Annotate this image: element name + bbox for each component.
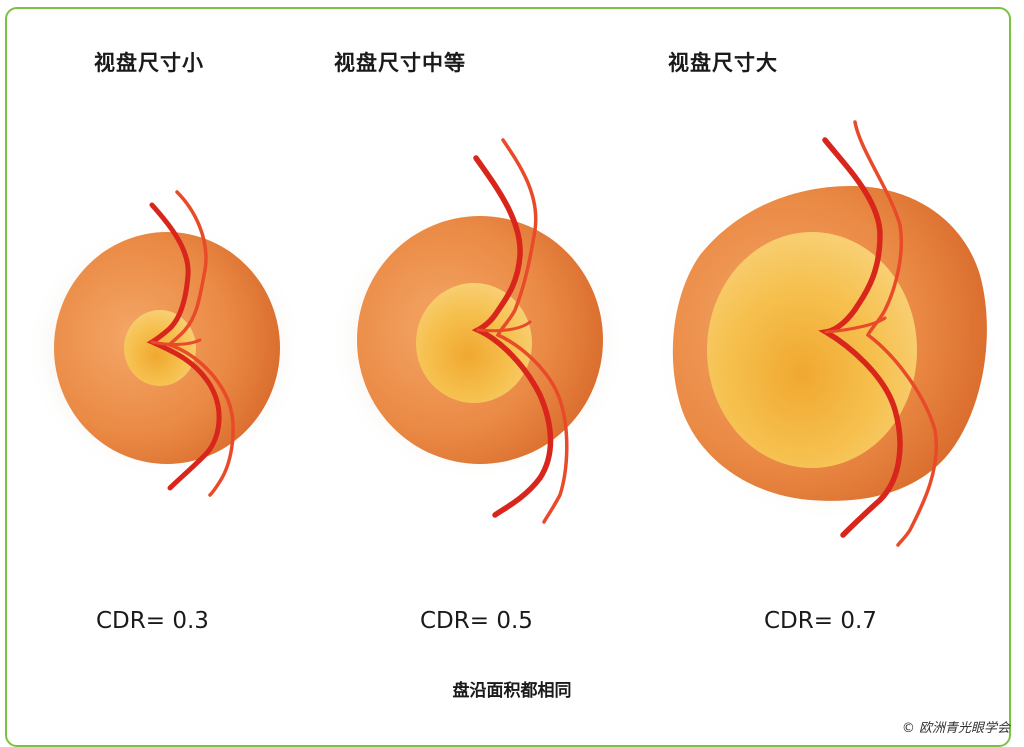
medium-disc-cdr-label: CDR= 0.5 — [420, 608, 533, 634]
copyright-notice: © 欧洲青光眼学会 — [902, 717, 1010, 736]
small-disc-title: 视盘尺寸小 — [94, 47, 204, 77]
large-disc-title: 视盘尺寸大 — [668, 47, 778, 77]
medium-disc-title: 视盘尺寸中等 — [334, 47, 466, 77]
rim-area-note: 盘沿面积都相同 — [0, 676, 1024, 701]
small-disc-cdr-label: CDR= 0.3 — [96, 608, 209, 634]
large-disc — [653, 122, 1003, 545]
small-disc — [25, 192, 305, 495]
medium-disc — [328, 140, 628, 522]
large-disc-cdr-label: CDR= 0.7 — [764, 608, 877, 634]
